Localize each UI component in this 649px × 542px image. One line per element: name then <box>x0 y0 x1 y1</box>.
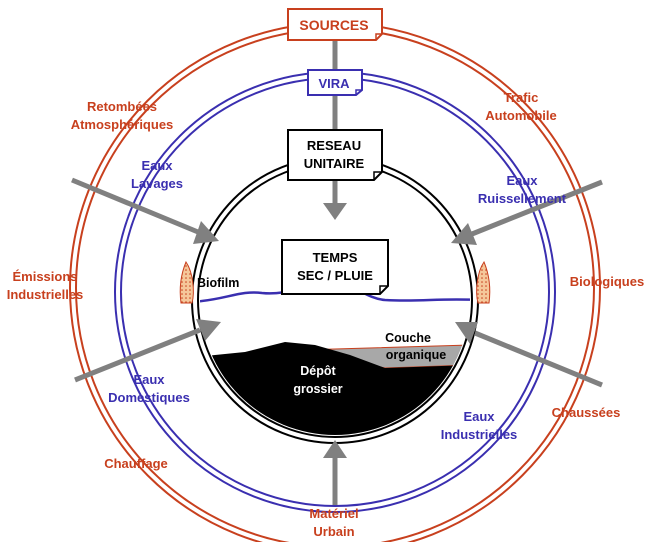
label-chaussees: Chaussées <box>552 405 621 420</box>
temps-line1: TEMPS <box>313 250 358 265</box>
arrow-up-bottom <box>323 440 347 505</box>
label-eaux-domestiques-1: Eaux <box>133 372 165 387</box>
label-retombees-1: Retombées <box>87 99 157 114</box>
arrow-down-reseau <box>323 178 347 220</box>
label-eaux-industrielles-1: Eaux <box>463 409 495 424</box>
label-depot-2: grossier <box>293 382 342 396</box>
reseau-unitaire-box: RESEAU UNITAIRE <box>287 129 383 181</box>
sources-title: SOURCES <box>299 17 368 33</box>
pipe-labels: Biofilm Couche organique Dépôt grossier <box>197 276 446 396</box>
reseau-line2: UNITAIRE <box>304 156 365 171</box>
label-eaux-lavages-1: Eaux <box>141 158 173 173</box>
label-couche-1: Couche <box>385 331 431 345</box>
sources-box: SOURCES <box>287 8 383 41</box>
label-eaux-lavages-2: Lavages <box>131 176 183 191</box>
arrow-bottom-left <box>74 319 221 383</box>
vira-labels: Eaux Lavages Eaux Ruissellement Eaux Dom… <box>108 158 567 442</box>
arrow-top-right <box>451 179 603 245</box>
temps-sec-pluie-box: TEMPS SEC / PLUIE <box>281 239 389 295</box>
label-eaux-ruissellement-1: Eaux <box>506 173 538 188</box>
label-biologiques: Biologiques <box>570 274 644 289</box>
biofilm-left <box>179 260 194 304</box>
reseau-line1: RESEAU <box>307 138 361 153</box>
label-trafic-1: Trafic <box>504 90 539 105</box>
arrow-bottom-right <box>455 322 603 388</box>
label-chauffage: Chauffage <box>104 456 168 471</box>
label-eaux-domestiques-2: Domestiques <box>108 390 190 405</box>
biofilm-right <box>476 260 491 304</box>
vira-box: VIRA <box>307 69 363 96</box>
label-eaux-industrielles-2: Industrielles <box>441 427 518 442</box>
label-materiel-2: Urbain <box>313 524 354 539</box>
label-emissions-1: Émissions <box>12 269 77 284</box>
sources-labels: Retombées Atmosphériques Trafic Automobi… <box>7 90 644 539</box>
vira-title: VIRA <box>318 76 350 91</box>
label-eaux-ruissellement-2: Ruissellement <box>478 191 567 206</box>
label-biofilm: Biofilm <box>197 276 239 290</box>
temps-line2: SEC / PLUIE <box>297 268 373 283</box>
label-materiel-1: Matériel <box>309 506 358 521</box>
label-depot-1: Dépôt <box>300 364 336 378</box>
label-emissions-2: Industrielles <box>7 287 84 302</box>
inflow-arrows <box>71 177 603 505</box>
label-trafic-2: Automobile <box>485 108 557 123</box>
arrow-top-left <box>71 177 219 244</box>
label-couche-2: organique <box>386 348 446 362</box>
label-retombees-2: Atmosphériques <box>71 117 174 132</box>
